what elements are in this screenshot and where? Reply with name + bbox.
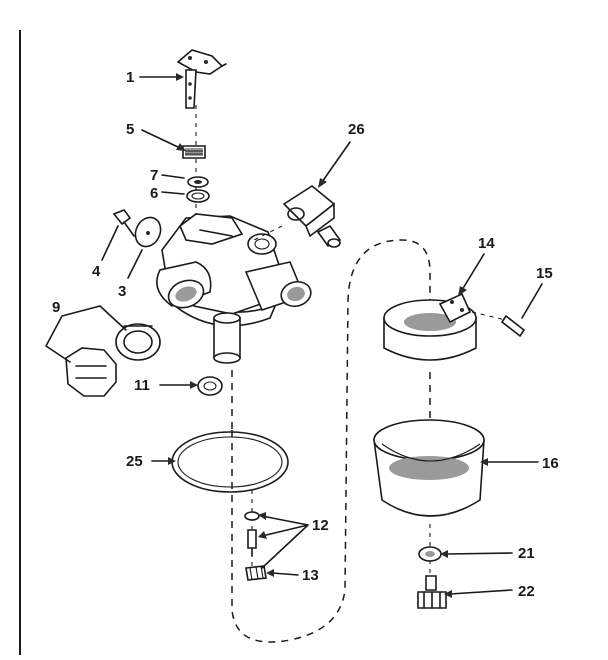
leader-12: [261, 515, 309, 569]
arrow-14: [458, 286, 467, 296]
label-part-9: 9: [52, 299, 60, 316]
leader-9: [45, 305, 127, 363]
leader-3: [127, 249, 143, 279]
part-15-hinge-pin: [471, 311, 526, 338]
part-16-float-bowl: [373, 419, 485, 517]
part-3-throttle-plate: [134, 216, 162, 248]
label-part-15: 15: [536, 265, 553, 282]
label-part-12: 12: [312, 517, 329, 534]
arrow-1: [176, 73, 184, 81]
leader-14: [461, 253, 485, 291]
part-7-washer: [187, 176, 209, 188]
part-11-gasket: [197, 376, 223, 396]
carburetor-body: [156, 213, 312, 364]
arrow-16: [480, 458, 488, 466]
part-25-bowl-gasket: [171, 431, 289, 493]
arrow-21: [440, 550, 448, 558]
label-part-14: 14: [478, 235, 495, 252]
arrow-22: [444, 590, 452, 598]
arrow-26: [318, 178, 327, 188]
arrow-13: [266, 569, 274, 577]
label-part-26: 26: [348, 121, 365, 138]
part-1-throttle-shaft: [176, 49, 227, 109]
label-part-11: 11: [134, 377, 150, 394]
label-part-1: 1: [126, 69, 134, 86]
part-12-needle-seat: [244, 511, 260, 557]
label-part-13: 13: [302, 567, 319, 584]
part-9-primer-assembly: [65, 323, 161, 397]
leader-4: [101, 225, 119, 261]
leader-5: [141, 129, 181, 149]
part-6-washer: [186, 189, 210, 203]
arrow-12b: [258, 531, 267, 539]
leader-21: [445, 552, 513, 555]
part-13-spring: [245, 565, 267, 581]
part-22-bowl-nut: [417, 575, 447, 609]
label-part-4: 4: [92, 263, 101, 280]
part-labels: 1 5 26 7 6 4 3 9 11 25 12 13 14 15 16 21…: [52, 69, 559, 600]
label-part-3: 3: [118, 283, 126, 300]
leader-13: [271, 572, 299, 576]
leader-22: [449, 589, 513, 595]
label-part-16: 16: [542, 455, 559, 472]
arrow-5: [176, 143, 186, 151]
leader-lines: [45, 73, 543, 598]
label-part-5: 5: [126, 121, 134, 138]
part-4-screw: [112, 209, 135, 237]
leader-6: [161, 191, 185, 195]
part-21-washer: [418, 546, 442, 562]
leader-26: [321, 141, 351, 183]
part-26-inlet-fitting: [253, 185, 342, 248]
label-part-25: 25: [126, 453, 143, 470]
leader-15: [521, 283, 543, 319]
part-5-seal: [182, 145, 206, 159]
arrow-25: [168, 457, 176, 465]
label-part-6: 6: [150, 185, 158, 202]
label-part-21: 21: [518, 545, 535, 562]
arrow-12a: [258, 512, 266, 520]
leader-7: [161, 174, 185, 179]
label-part-22: 22: [518, 583, 535, 600]
arrow-11: [190, 381, 198, 389]
part-14-float: [383, 292, 477, 361]
fuel-path-loop: [231, 239, 431, 643]
label-part-7: 7: [150, 167, 158, 184]
